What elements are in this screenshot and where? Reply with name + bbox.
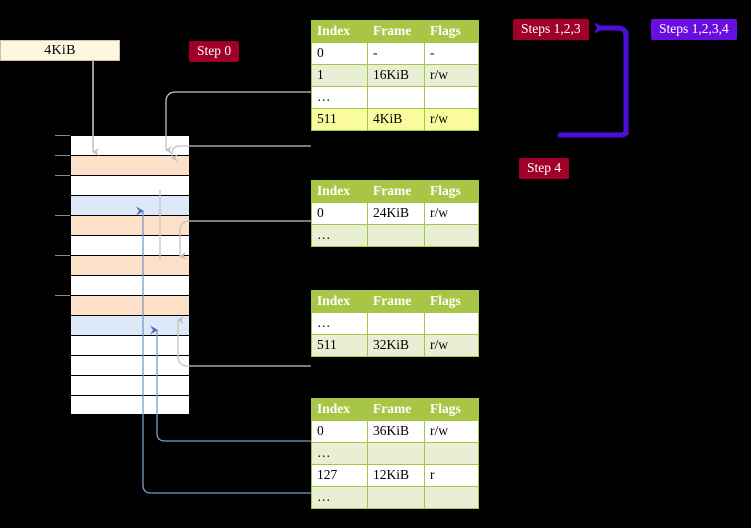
column-header-flags: Flags xyxy=(424,180,479,203)
badge-step-0: Step 0 xyxy=(189,41,240,62)
cell-frame: 12KiB xyxy=(367,464,425,487)
badge-steps-123: Steps 1,2,3 xyxy=(513,19,589,40)
column-header-frame: Frame xyxy=(367,290,425,313)
memory-frame-row xyxy=(70,395,190,415)
memory-tick xyxy=(55,295,70,296)
memory-size-label: 4KiB xyxy=(0,40,120,61)
memory-tick xyxy=(55,135,70,136)
table-row: … xyxy=(311,312,479,335)
wire-l4-4kib-to-memory xyxy=(171,145,311,162)
cell-flags xyxy=(424,442,479,465)
cell-flags: r xyxy=(424,464,479,487)
cell-frame: 36KiB xyxy=(367,420,425,443)
cell-frame xyxy=(367,312,425,335)
memory-tick xyxy=(55,155,70,156)
wire-l2-32kib-to-memory xyxy=(177,316,311,367)
column-header-frame: Frame xyxy=(367,20,425,43)
cell-index: 127 xyxy=(311,464,368,487)
memory-frame-row xyxy=(70,335,190,355)
table-row: … xyxy=(311,442,479,465)
memory-frame-row xyxy=(70,175,190,195)
memory-frame-row xyxy=(70,255,190,275)
cell-flags xyxy=(424,312,479,335)
memory-frame-row xyxy=(70,375,190,395)
column-header-frame: Frame xyxy=(367,398,425,421)
cell-flags xyxy=(424,86,479,109)
cell-index: … xyxy=(311,442,368,465)
memory-frame-row xyxy=(70,215,190,235)
cell-frame xyxy=(367,442,425,465)
cell-index: 0 xyxy=(311,42,368,65)
badge-steps-1234: Steps 1,2,3,4 xyxy=(651,19,737,40)
cell-frame xyxy=(367,86,425,109)
memory-frame-row xyxy=(70,155,190,175)
column-header-index: Index xyxy=(311,398,368,421)
cell-index: … xyxy=(311,86,368,109)
physical-memory-column xyxy=(55,135,190,415)
cell-frame: 16KiB xyxy=(367,64,425,87)
cell-index: 1 xyxy=(311,64,368,87)
column-header-index: Index xyxy=(311,20,368,43)
memory-tick xyxy=(55,175,70,176)
cell-flags: r/w xyxy=(424,202,479,225)
table-row: … xyxy=(311,486,479,509)
cell-frame: 24KiB xyxy=(367,202,425,225)
cell-flags: r/w xyxy=(424,108,479,131)
column-header-flags: Flags xyxy=(424,290,479,313)
memory-frame-row xyxy=(70,235,190,255)
column-header-index: Index xyxy=(311,290,368,313)
cell-frame: - xyxy=(367,42,425,65)
cell-index: 0 xyxy=(311,202,368,225)
column-header-frame: Frame xyxy=(367,180,425,203)
memory-frame-row xyxy=(70,135,190,155)
cell-frame xyxy=(367,224,425,247)
wire-steps-1234-return xyxy=(594,22,629,37)
cell-index: … xyxy=(311,486,368,509)
cell-index: 0 xyxy=(311,420,368,443)
wire-l3-24kib-to-memory xyxy=(179,220,311,260)
badge-step-4: Step 4 xyxy=(519,158,570,179)
cell-flags: - xyxy=(424,42,479,65)
memory-frame-row xyxy=(70,315,190,335)
column-header-index: Index xyxy=(311,180,368,203)
cell-index: … xyxy=(311,224,368,247)
cell-flags: r/w xyxy=(424,64,479,87)
memory-frame-row xyxy=(70,275,190,295)
cell-flags xyxy=(424,224,479,247)
table-row: 0-- xyxy=(311,42,479,65)
cell-frame: 4KiB xyxy=(367,108,425,131)
cell-frame xyxy=(367,486,425,509)
table-row: … xyxy=(311,86,479,109)
cell-flags xyxy=(424,486,479,509)
column-header-flags: Flags xyxy=(424,20,479,43)
cell-flags: r/w xyxy=(424,420,479,443)
cell-index: 511 xyxy=(311,334,368,357)
memory-frame-row xyxy=(70,355,190,375)
table-row: … xyxy=(311,224,479,247)
memory-frame-row xyxy=(70,195,190,215)
cell-index: 511 xyxy=(311,108,368,131)
cell-frame: 32KiB xyxy=(367,334,425,357)
memory-tick xyxy=(55,215,70,216)
cell-index: … xyxy=(311,312,368,335)
column-header-flags: Flags xyxy=(424,398,479,421)
cell-flags: r/w xyxy=(424,334,479,357)
memory-tick xyxy=(55,255,70,256)
memory-frame-row xyxy=(70,295,190,315)
